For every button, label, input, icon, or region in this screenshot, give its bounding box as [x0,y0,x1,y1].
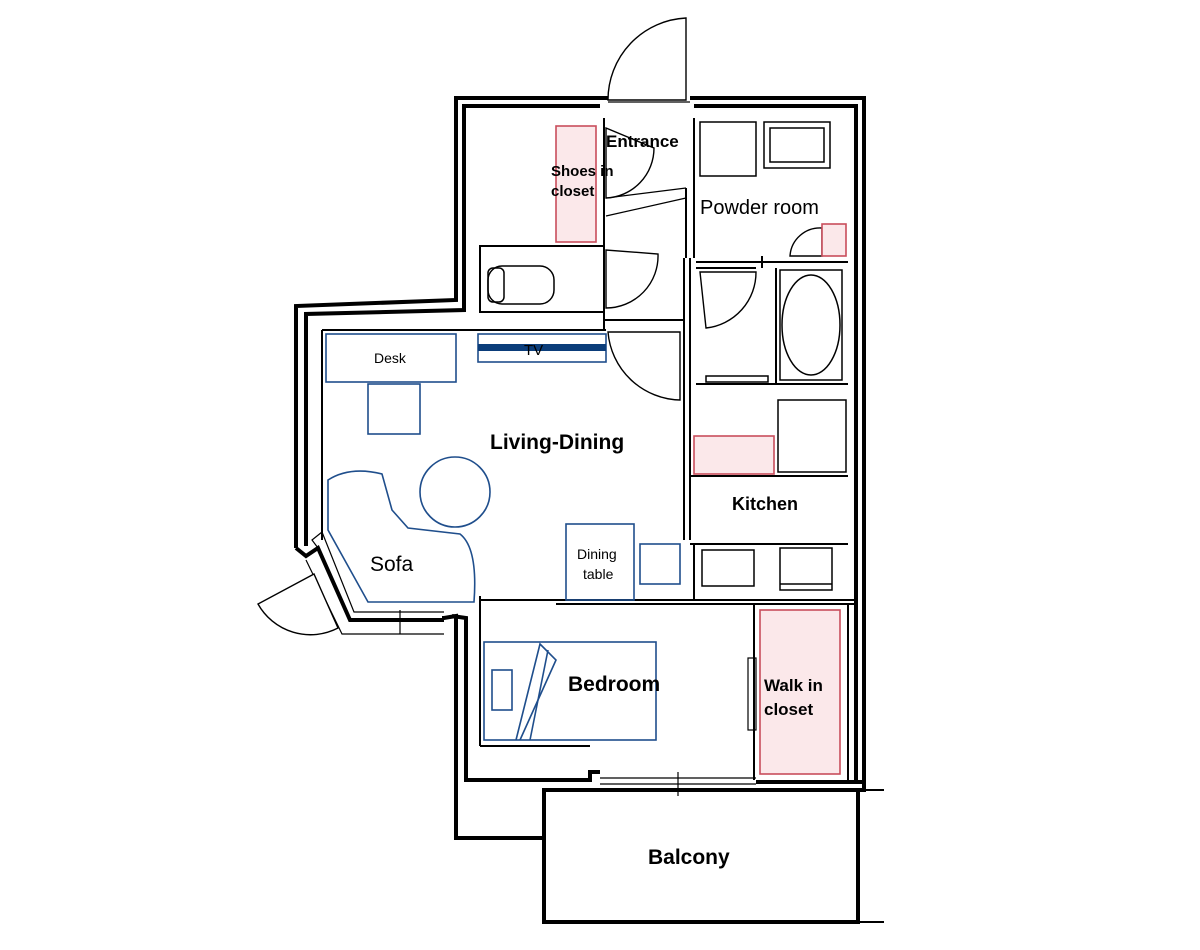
powder-room-label: Powder room [700,197,819,219]
sink-icon [701,549,755,587]
bathtub-icon [779,269,843,381]
dining-table [565,523,635,601]
closet-swing-door [605,126,655,199]
desk-label: Desk [374,350,407,366]
bedroom-label: Bedroom [568,673,660,696]
toilet-room [479,245,605,313]
toilet-tank-icon [487,267,505,303]
entrance-step-2 [605,197,687,217]
storage [555,125,847,775]
tv-bar [478,344,606,351]
kitchen-label: Kitchen [732,494,798,514]
desk [325,333,457,383]
coffee-table [419,456,491,528]
balcony [542,772,884,924]
dining-table-label-2: table [583,566,614,582]
toilet-icon [487,265,555,305]
bath-drain-icon [705,375,769,383]
washing-machine-icon [763,121,831,169]
walk-in-closet [759,609,841,775]
washbasin-icon [699,121,757,177]
outer-wall-left [294,96,608,548]
closet-sliding-door [747,657,757,731]
shoes-closet-label-1: Shoes in [551,163,614,180]
walk-in-closet-label-1: Walk in [764,676,823,695]
sofa-label: Sofa [370,553,414,576]
interior-walls [321,118,856,780]
dining-chair [639,543,681,585]
washing-machine-inner-icon [769,127,825,163]
bed [483,641,657,741]
living-dining-label: Living-Dining [490,431,624,454]
shoes-closet [555,125,597,243]
entrance-label: Entrance [606,132,679,151]
outer-wall-left-inner [304,104,600,546]
desk-chair [367,383,421,435]
balcony-outline [542,788,860,924]
powder-cabinet [821,223,847,257]
outer-wall-right-inner [694,104,858,782]
walk-in-closet-label-2: closet [764,700,813,719]
living-door [607,331,681,401]
fridge-icon [777,399,847,473]
bath-door [699,271,757,329]
outer-wall-bottom [544,770,600,782]
labels: Entrance Shoes in closet Powder room Liv… [370,132,823,869]
stove-icon [779,547,833,591]
front-door [607,17,687,101]
bed-cover-fold-line [529,649,549,741]
outer-wall-lower-left [442,613,544,840]
bay-door [257,573,339,636]
outer-walls [294,96,866,840]
balcony-label: Balcony [648,846,730,869]
pillow [491,669,513,711]
sofa [327,470,476,603]
furniture [325,333,681,741]
outer-wall-right [690,96,866,790]
bed-cover-fold [515,642,557,741]
powder-door [789,227,823,257]
toilet-door [605,249,659,309]
shoes-closet-label-2: closet [551,183,594,200]
tv-label: TV [524,342,543,359]
kitchen-cabinet [693,435,775,475]
fixtures [487,121,847,591]
doors [257,17,823,636]
outer-wall-lower-left-inner [451,614,544,782]
dining-table-label-1: Dining [577,546,617,562]
bathtub-basin-icon [781,274,841,376]
